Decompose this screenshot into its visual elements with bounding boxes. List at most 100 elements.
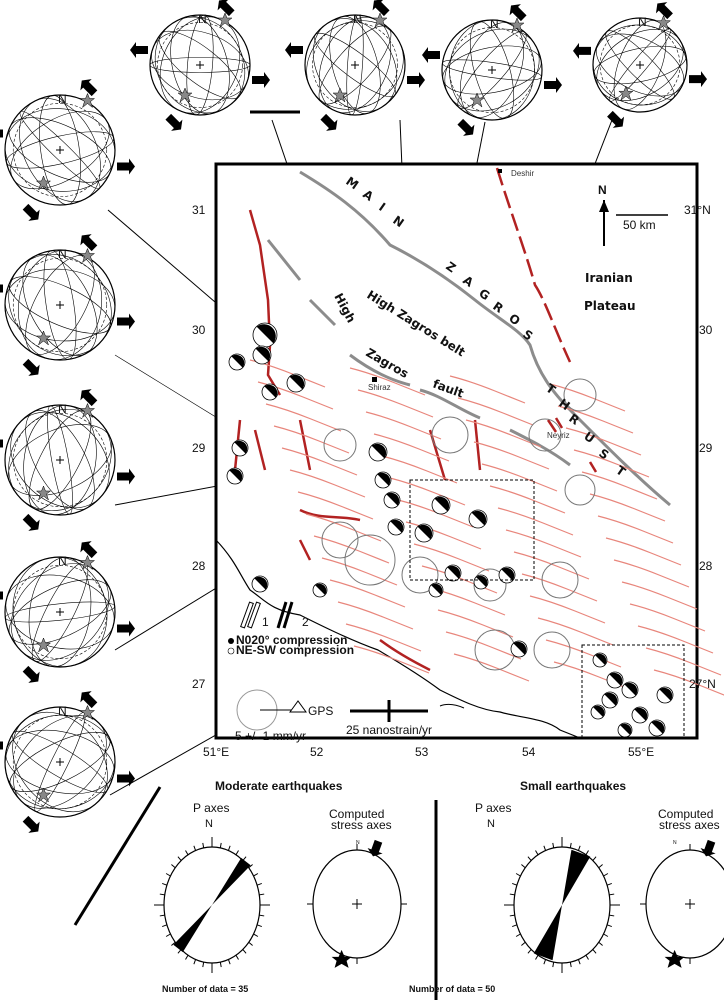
stereonet: N (0, 234, 135, 376)
beachball (414, 523, 434, 543)
velocity-arrow (265, 403, 342, 432)
svg-text:28: 28 (192, 559, 206, 573)
stress-stereonet (640, 839, 724, 968)
velocity-arrow (345, 623, 422, 652)
compression-arrow-icon (573, 42, 591, 59)
rose-diagrams (154, 837, 724, 973)
compression-arrow-icon (117, 468, 135, 485)
beachball (228, 353, 246, 371)
velocity-arrow (445, 631, 522, 660)
beachball (374, 471, 392, 489)
svg-text:N: N (487, 818, 495, 830)
beachball (312, 582, 328, 598)
city-shiraz: Shiraz (368, 383, 391, 392)
velocity-arrow (481, 463, 558, 492)
svg-text:N: N (638, 15, 647, 29)
velocity-arrow (621, 581, 698, 610)
stereonet: N (422, 4, 562, 136)
svg-text:31: 31 (192, 203, 206, 217)
moderate-stress-title: Computed (329, 807, 384, 821)
velocity-arrow (613, 559, 690, 588)
velocity-arrow (357, 389, 434, 418)
star-icon (35, 637, 52, 653)
beachball (656, 686, 674, 704)
velocity-arrow (605, 537, 682, 566)
compression-arrow-icon (252, 72, 270, 88)
velocity-arrow (589, 493, 666, 522)
compression-arrow-icon (22, 203, 40, 221)
velocity-arrow (513, 551, 590, 580)
beachball (590, 704, 606, 720)
star-icon (372, 12, 388, 28)
map-frame (214, 162, 699, 740)
small-title: Small earthquakes (520, 779, 626, 793)
plateau-label-2: Plateau (584, 299, 636, 313)
legend-n020: N020° compression (236, 633, 348, 647)
compression-arrow-icon (655, 2, 673, 20)
moderate-rose-title: P axes (193, 801, 229, 815)
beachball (252, 345, 272, 365)
divider-diagonal (73, 786, 162, 926)
svg-text:52: 52 (310, 745, 324, 759)
svg-text:55°E: 55°E (628, 745, 654, 759)
compression-arrow-icon (80, 691, 98, 709)
velocity-arrow (453, 653, 530, 682)
city-deshir: Deshir (511, 169, 534, 178)
rose-diagram (154, 837, 270, 973)
beachball (601, 691, 619, 709)
city-neyriz: Neyriz (547, 431, 570, 440)
compression-arrow-icon (407, 72, 425, 88)
beachball (286, 373, 306, 393)
svg-text:2: 2 (302, 615, 309, 629)
compression-arrow-icon (22, 665, 40, 683)
gps-sites (321, 378, 597, 671)
svg-text:31°N: 31°N (684, 203, 711, 217)
velocity-arrow (297, 491, 374, 520)
compression-arrow-icon (457, 118, 475, 136)
svg-text:N: N (58, 92, 67, 106)
velocity-arrow (373, 433, 450, 462)
velocity-arrow (273, 425, 350, 454)
beachball (431, 495, 451, 515)
svg-text:stress axes: stress axes (331, 818, 392, 832)
svg-text:53: 53 (415, 745, 429, 759)
compression-arrow-icon (544, 77, 562, 93)
velocity-arrow (645, 647, 722, 676)
star-icon (79, 704, 96, 721)
stereonet: N (0, 389, 135, 531)
velocity-arrow (529, 595, 606, 624)
velocity-arrow (565, 427, 642, 456)
star-icon (79, 554, 96, 571)
beachball (252, 322, 278, 348)
small-stress-title: Computed (658, 807, 713, 821)
map-legend: 1 2 N020° compression NE-SW compression … (227, 601, 432, 743)
svg-text:30: 30 (192, 323, 206, 337)
beachball (648, 719, 666, 737)
compression-arrow-icon (217, 0, 235, 17)
svg-text:N: N (198, 12, 207, 26)
stereonet: N (0, 541, 135, 683)
compression-arrow-icon (372, 0, 390, 17)
beachball (592, 652, 608, 668)
legend-gps-scale: 5 +/- 1 mm/yr (235, 729, 306, 743)
velocity-arrow (397, 499, 474, 528)
moderate-count: Number of data = 35 (162, 984, 248, 994)
small-rose-title: P axes (475, 801, 511, 815)
velocity-arrow (305, 513, 382, 542)
compression-arrow-icon (367, 839, 383, 857)
compression-arrow-icon (689, 71, 707, 88)
star-icon (217, 12, 233, 28)
compression-arrow-icon (320, 113, 338, 131)
compression-arrow-icon (80, 389, 98, 407)
velocity-arrow (413, 543, 490, 572)
compression-arrow-icon (117, 620, 135, 637)
star-icon (35, 485, 52, 501)
velocity-arrow (557, 405, 634, 434)
beachball (261, 383, 279, 401)
beachball (387, 518, 405, 536)
focal-mechanisms (226, 322, 674, 738)
compression-arrow-icon (117, 313, 135, 330)
svg-text:27°N: 27°N (689, 677, 716, 691)
scale-label: 50 km (623, 218, 656, 232)
